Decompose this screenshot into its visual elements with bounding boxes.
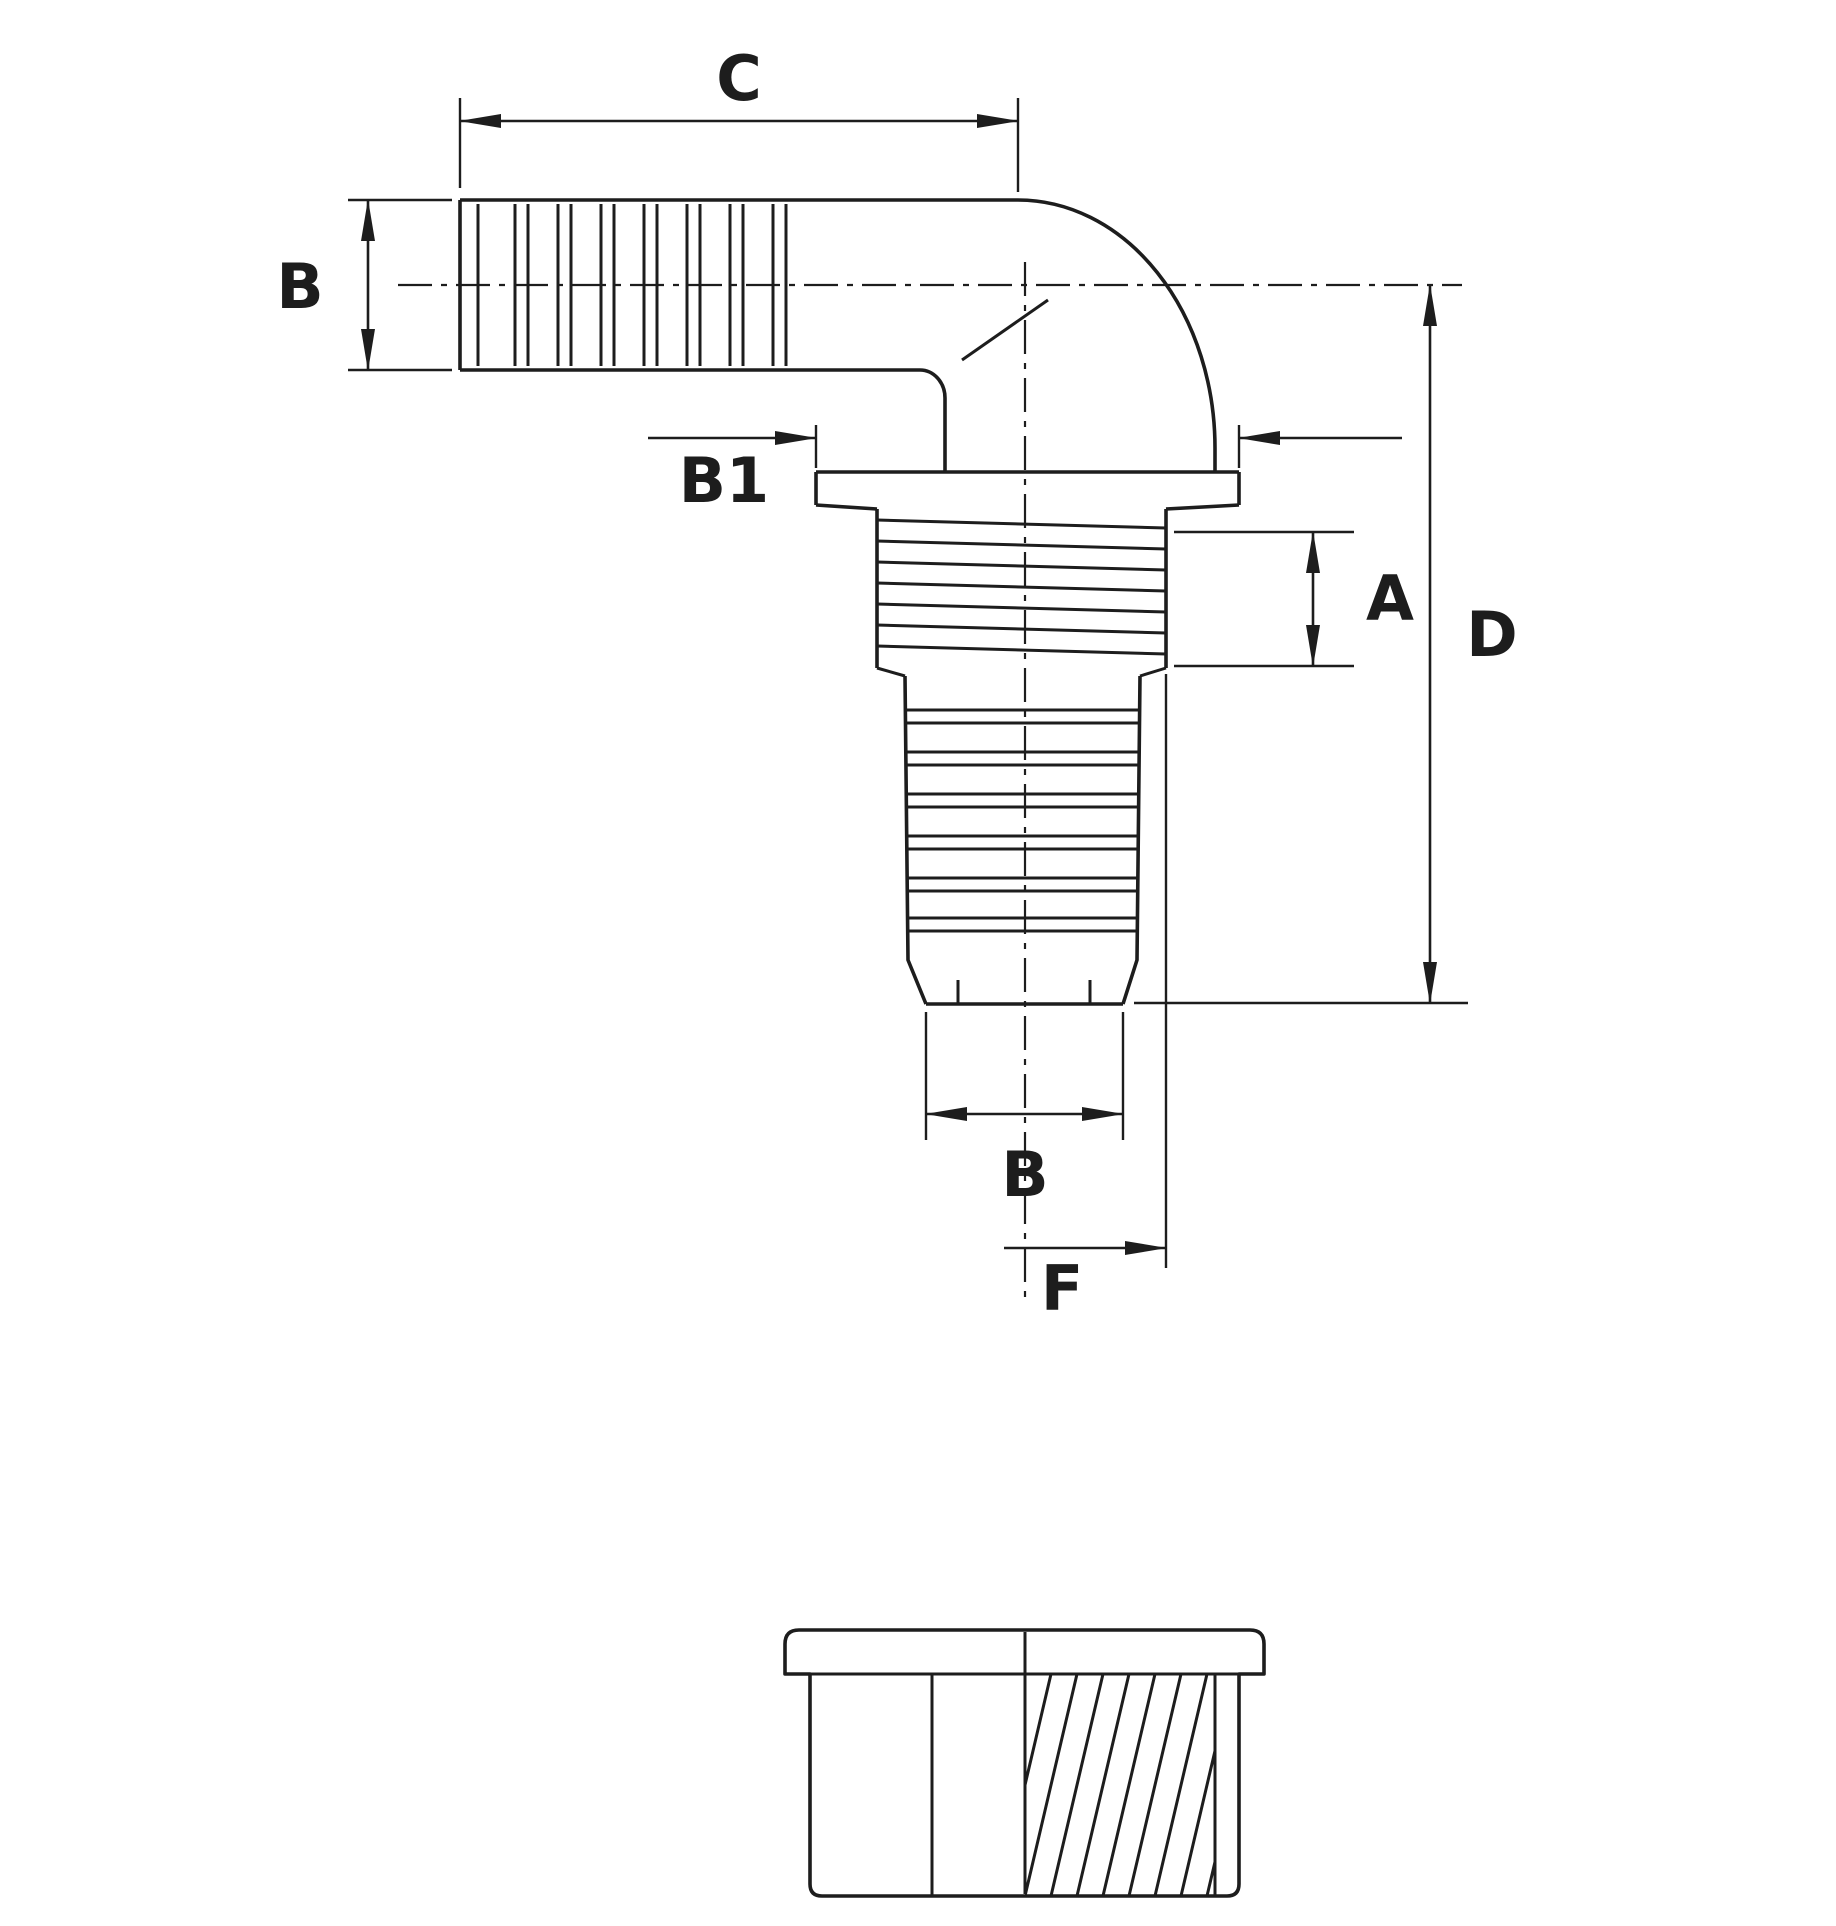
- horizontal-barb-outline: [458, 198, 1018, 372]
- dim-label-b-tail: B: [1001, 1138, 1048, 1211]
- vertical-tail-ridges: [906, 708, 1139, 933]
- dim-label-b-hose: B: [276, 250, 323, 323]
- elbow-bend: [919, 198, 1217, 472]
- flange-outline: [814, 470, 1241, 511]
- nut-internal-thread-lines: [1025, 1674, 1215, 1896]
- dim-label-d: D: [1466, 598, 1517, 671]
- male-thread-section: [875, 509, 1168, 678]
- vertical-tail-outline: [903, 675, 1142, 1006]
- elbow-fitting-body: [458, 198, 1241, 1006]
- dim-label-a: A: [1366, 562, 1414, 635]
- vertical-hose-tail: [903, 675, 1142, 1006]
- dimension-b-hose: B: [276, 198, 452, 372]
- dimension-b-tail: B: [924, 1012, 1125, 1211]
- mounting-flange: [814, 470, 1241, 511]
- horizontal-hose-barb: [458, 198, 1018, 372]
- lock-nut-section-view: [783, 1628, 1266, 1898]
- dimension-c: C: [458, 42, 1020, 192]
- thread-shoulder-lines: [876, 666, 1167, 678]
- dim-label-b1: B1: [679, 444, 769, 517]
- elbow-inner-curve: [919, 368, 947, 472]
- dimension-a-thread-length: A: [1174, 530, 1414, 668]
- thread-crest-lines: [876, 518, 1167, 656]
- dimension-d-overall-height: D: [1134, 284, 1518, 1005]
- elbow-outer-curve: [1017, 198, 1217, 472]
- dim-label-c: C: [716, 42, 762, 115]
- centerlines: [398, 262, 1462, 1302]
- dimension-f-thread-diameter: F: [1004, 674, 1168, 1325]
- dim-label-f: F: [1041, 1252, 1083, 1325]
- vertical-tail-bore-lines: [956, 980, 1092, 1004]
- horizontal-barb-ridges: [513, 204, 788, 366]
- thread-side-edges: [875, 509, 1168, 668]
- elbow-inner-chamfer-line: [961, 298, 1049, 362]
- dimension-b1-flange: B1: [648, 425, 1402, 517]
